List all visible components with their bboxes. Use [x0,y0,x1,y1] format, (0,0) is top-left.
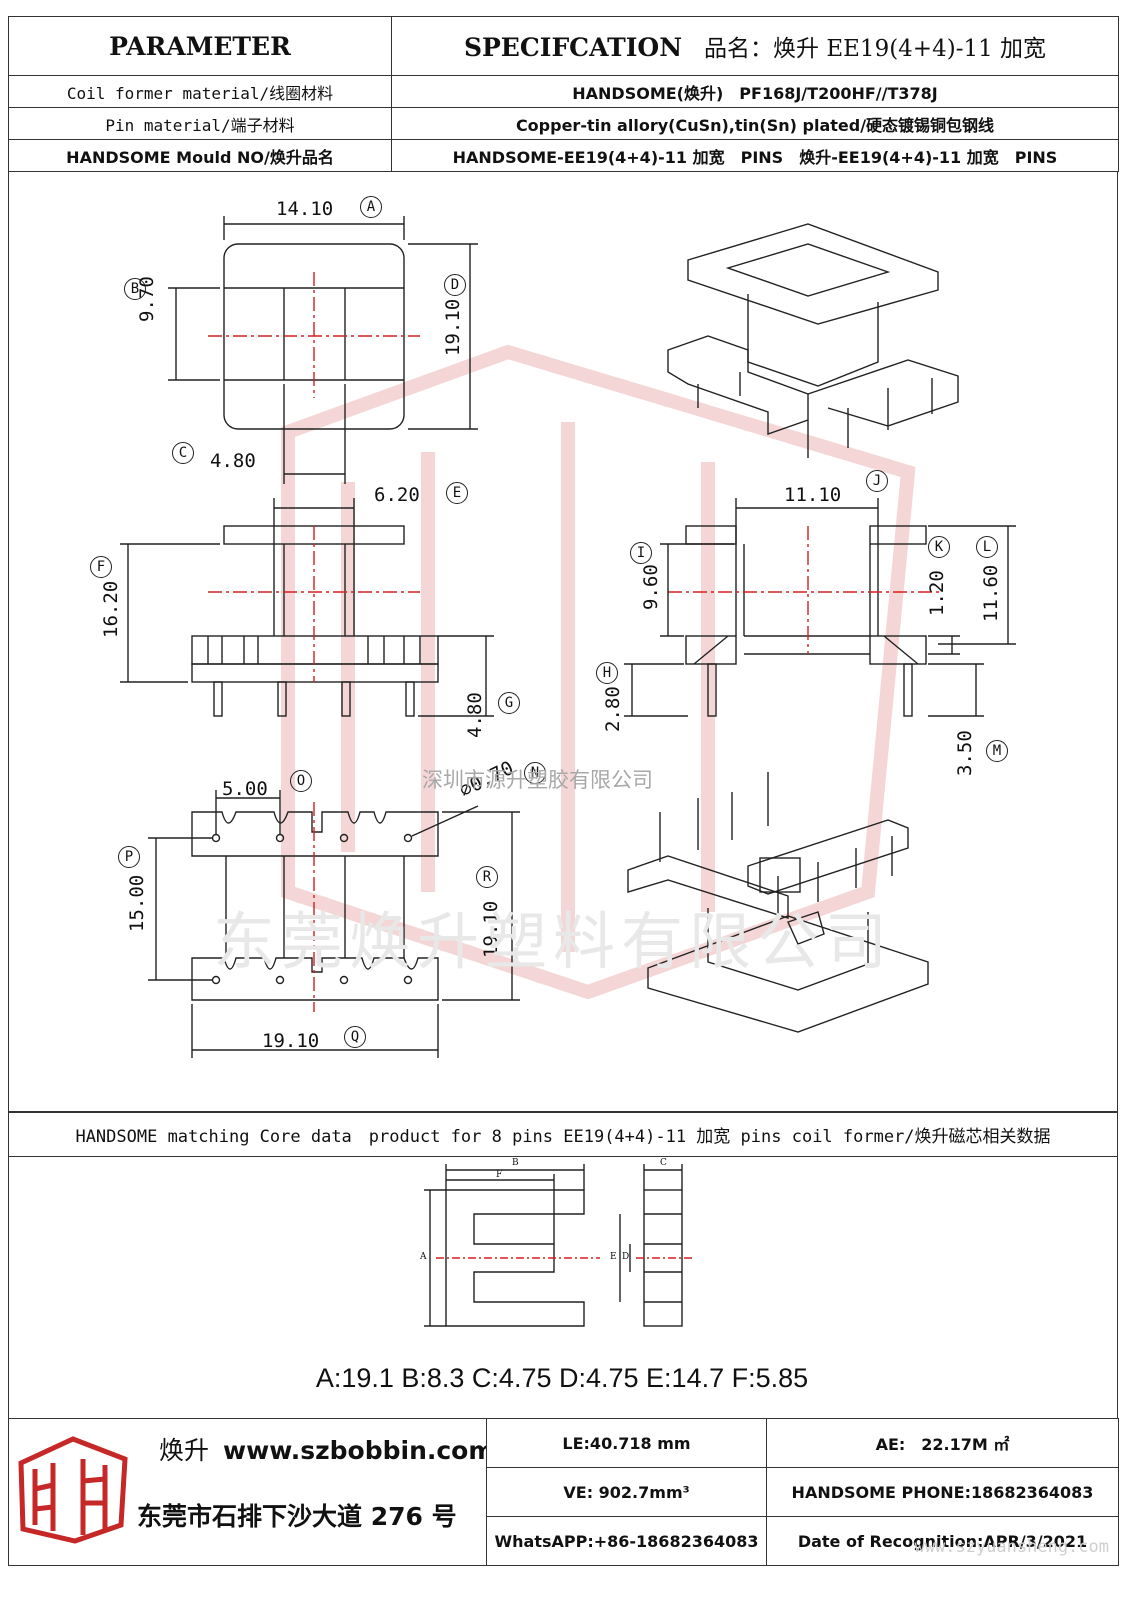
front-view [120,498,494,717]
watermark-company-small: 深圳市源升塑胶有限公司 [422,768,653,792]
dim-b-marker: B [124,278,146,300]
dim-d-value: 19.10 [442,298,464,356]
watermark-company-big: 东莞焕升塑料有限公司 [213,905,894,978]
watermark-logo [281,344,916,1000]
dim-a-value: 14.10 [276,198,334,220]
dim-l-value: 11.60 [980,564,1002,622]
dim-h-marker: H [596,662,618,684]
dim-h-value: 2.80 [602,686,624,732]
dim-m-value: 3.50 [954,730,976,776]
dimension-labels: 14.10 A B 9.70 D 19.10 C 4.80 6.20 E 11.… [8,172,1118,1112]
company-logo [18,1436,128,1544]
parameter-header: PARAMETER [8,16,392,76]
dim-a-marker: A [360,196,382,218]
core-drawing [424,1164,692,1327]
dim-k-marker: K [928,536,950,558]
core-label-b: B [512,1158,519,1168]
whatsapp-value: WhatsAPP:+86-18682364083 [486,1516,767,1566]
dim-o-value: 5.00 [222,778,268,800]
coil-material-row: Coil former material/线圈材料 HANDSOME(焕升) P… [8,75,1119,108]
coil-material-value: HANDSOME(焕升) PF168J/T200HF//T378J [391,75,1119,108]
mould-no-label: HANDSOME Mould NO/焕升品名 [8,139,392,172]
dim-r-marker: R [476,866,498,888]
brand-line: 焕升 www.szbobbin.com [159,1431,487,1467]
recognition-date: Date of Recognition:APR/3/2021 [766,1516,1119,1566]
technical-drawing [120,216,1016,1058]
dim-f-value: 16.20 [100,580,122,638]
top-view [168,216,478,484]
phone-value: HANDSOME PHONE:18682364083 [766,1467,1119,1517]
core-data-title: HANDSOME matching Core data product for … [8,1111,1118,1157]
side-view [624,498,1016,717]
parameter-table: PARAMETER SPECIFCATION 品名：焕升 EE19(4+4)-11… [8,16,1119,172]
dim-e-marker: E [446,482,468,504]
le-value: LE:40.718 mm [486,1418,767,1468]
dim-e-value: 6.20 [374,484,420,506]
mould-no-row: HANDSOME Mould NO/焕升品名 HANDSOME-EE19(4+4… [8,139,1119,172]
dim-p-value: 15.00 [126,874,148,932]
dim-n-marker: N [524,762,546,784]
dim-g-value: 4.80 [464,692,486,738]
spec-sheet: PARAMETER SPECIFCATION 品名：焕升 EE19(4+4)-11… [8,16,1119,1590]
company-address: 东莞市石排下沙大道 276 号 [137,1502,457,1531]
pin-material-row: Pin material/端子材料 Copper-tin allory(CuSn… [8,107,1119,140]
core-label-d: D [622,1252,630,1262]
core-label-e: E [610,1252,617,1262]
dim-i-value: 9.60 [640,564,662,610]
dim-j-value: 11.10 [784,484,842,506]
dim-q-marker: Q [344,1026,366,1048]
ve-value: VE: 902.7mm³ [486,1467,767,1517]
brand-name: 焕升 [159,1436,210,1465]
core-dimensions-text: A:19.1 B:8.3 C:4.75 D:4.75 E:14.7 F:5.85 [315,1363,809,1393]
specification-title: SPECIFCATION [463,33,683,62]
dim-c-marker: C [172,442,194,464]
dim-j-marker: J [866,470,888,492]
product-name: 品名：焕升 EE19(4+4)-11 加宽 [704,36,1047,62]
dim-m-marker: M [986,740,1008,762]
bottom-view [148,790,520,1058]
brand-cell: 焕升 www.szbobbin.com 东莞市石排下沙大道 276 号 [8,1418,487,1566]
specification-header: SPECIFCATION 品名：焕升 EE19(4+4)-11 加宽 [391,16,1119,76]
dim-g-marker: G [498,692,520,714]
dim-k-value: 1.20 [926,570,948,616]
dim-o-marker: O [290,770,312,792]
pin-material-label: Pin material/端子材料 [8,107,392,140]
ae-value: AE: 22.17M ㎡ [766,1418,1119,1468]
pin-material-value: Copper-tin allory(CuSn),tin(Sn) plated/硬… [391,107,1119,140]
website-link[interactable]: www.szbobbin.com [223,1436,487,1465]
dim-d-marker: D [444,274,466,296]
watermark-url: www.szyuansheng.com [914,1537,1109,1557]
dim-i-marker: I [630,542,652,564]
dim-q-value: 19.10 [262,1030,320,1052]
header-row: PARAMETER SPECIFCATION 品名：焕升 EE19(4+4)-11… [8,16,1119,76]
dim-c-value: 4.80 [210,450,256,472]
dim-l-marker: L [976,536,998,558]
footer-table: 焕升 www.szbobbin.com 东莞市石排下沙大道 276 号 LE:40… [8,1418,1119,1566]
core-label-f: F [496,1170,503,1180]
coil-material-label: Coil former material/线圈材料 [8,75,392,108]
dim-b-value: 9.70 [136,276,158,322]
mould-no-value: HANDSOME-EE19(4+4)-11 加宽 PINS 焕升-EE19(4+… [391,139,1119,172]
technical-drawing-area [8,172,1118,1113]
core-label-a: A [420,1252,427,1262]
core-drawing-labels: B F A E D C [416,1156,716,1336]
isometric-view-bottom [627,772,929,1033]
core-label-c: C [660,1158,667,1168]
dim-f-marker: F [90,556,112,578]
isometric-view-top [667,223,959,458]
dim-p-marker: P [118,846,140,868]
